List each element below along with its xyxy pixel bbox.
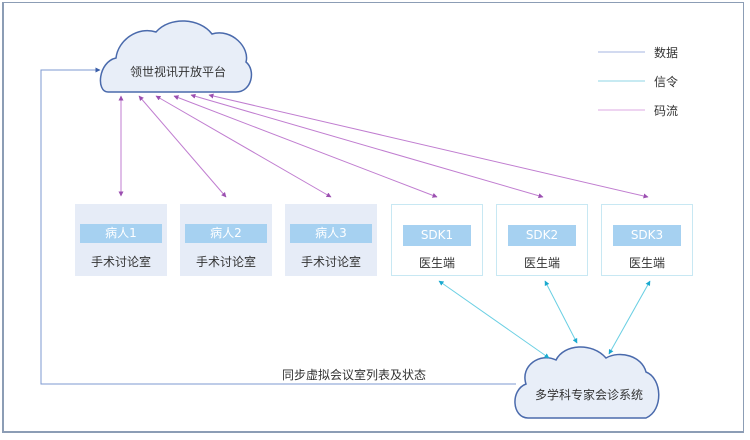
signal-connector bbox=[438, 280, 550, 359]
sync-data-line bbox=[40, 67, 516, 385]
doctor-label: 医生端 bbox=[523, 256, 560, 270]
patient-tag: 病人2 bbox=[185, 224, 267, 243]
signal-connector bbox=[544, 280, 578, 344]
sync-label: 同步虚拟会议室列表及状态 bbox=[282, 368, 427, 382]
mdt-label: 多学科专家会诊系统 bbox=[534, 388, 643, 402]
diagram-frame bbox=[2, 2, 744, 433]
patient-room-1: 病人1 手术讨论室 bbox=[75, 204, 167, 276]
doctor-sdk-3: SDK3 医生端 bbox=[601, 204, 693, 276]
patient-room-3: 病人3 手术讨论室 bbox=[285, 204, 377, 276]
patient-tag: 病人1 bbox=[80, 224, 162, 243]
doctor-sdk-2: SDK2 医生端 bbox=[496, 204, 588, 276]
stream-connector bbox=[190, 93, 544, 199]
legend-data-label: 数据 bbox=[654, 46, 679, 60]
room-label: 手术讨论室 bbox=[300, 255, 361, 269]
doctor-label: 医生端 bbox=[628, 256, 665, 270]
sdk-tag: SDK2 bbox=[508, 225, 576, 246]
doctor-label: 医生端 bbox=[418, 256, 455, 270]
mdt-cloud bbox=[514, 346, 660, 419]
patient-room-2: 病人2 手术讨论室 bbox=[180, 204, 272, 276]
room-label: 手术讨论室 bbox=[195, 255, 256, 269]
sdk-tag: SDK1 bbox=[403, 225, 471, 246]
legend-stream-label: 码流 bbox=[654, 104, 679, 118]
doctor-sdk-1: SDK1 医生端 bbox=[391, 204, 483, 276]
legend-signal-label: 信令 bbox=[654, 75, 679, 89]
patient-tag: 病人3 bbox=[290, 224, 372, 243]
stream-connector bbox=[208, 93, 649, 199]
sdk-tag: SDK3 bbox=[613, 225, 681, 246]
platform-cloud bbox=[99, 20, 253, 93]
platform-label: 领世视讯开放平台 bbox=[129, 65, 226, 79]
room-label: 手术讨论室 bbox=[90, 255, 151, 269]
signal-connector bbox=[608, 280, 651, 355]
